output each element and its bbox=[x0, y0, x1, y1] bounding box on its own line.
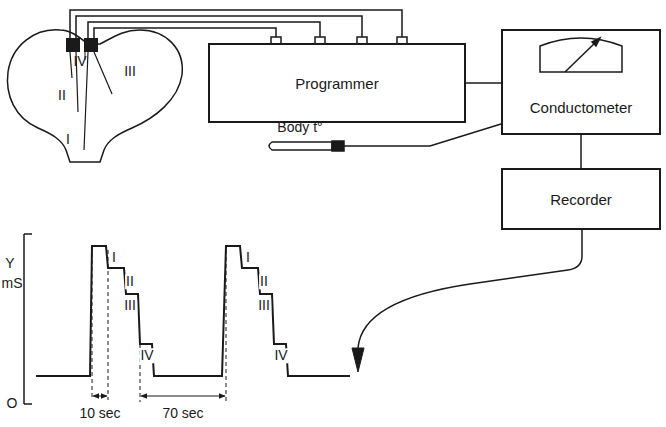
electrode-label: III bbox=[123, 64, 137, 79]
thermometer-wire bbox=[344, 124, 501, 146]
recorder-box: Recorder bbox=[501, 168, 661, 230]
electrode-block bbox=[66, 38, 80, 52]
recorder-pen bbox=[352, 348, 364, 372]
electrodes bbox=[70, 52, 112, 150]
electrode-label: IV bbox=[72, 54, 87, 69]
y-axis bbox=[24, 234, 32, 404]
step-label: II bbox=[259, 274, 269, 289]
step-label: II bbox=[125, 274, 135, 289]
conductance-trace bbox=[36, 246, 350, 376]
interval-10-sec bbox=[93, 396, 107, 397]
conductometer-box: Conductometer bbox=[501, 29, 661, 135]
dashed-guides bbox=[92, 246, 226, 402]
interval-label: 70 sec bbox=[161, 406, 204, 421]
electrode-wires bbox=[70, 10, 402, 40]
step-label: I bbox=[245, 250, 251, 265]
box-label: Conductometer bbox=[530, 99, 633, 116]
axis-label: O bbox=[6, 396, 19, 411]
interval-70-sec bbox=[141, 396, 225, 397]
electrode-block bbox=[84, 38, 98, 52]
step-label: IV bbox=[273, 348, 288, 363]
box-label: Recorder bbox=[550, 191, 612, 208]
electrode-label: I bbox=[65, 132, 71, 147]
recorder-pen-wire bbox=[358, 230, 582, 348]
step-label: IV bbox=[139, 348, 154, 363]
brain-outline bbox=[7, 30, 182, 162]
electrode-label: II bbox=[57, 88, 67, 103]
axis-label: Y bbox=[4, 256, 15, 271]
interval-label: 10 sec bbox=[78, 406, 121, 421]
thermometer bbox=[269, 141, 344, 151]
signal-wire bbox=[466, 82, 501, 84]
axis-label: mS bbox=[1, 276, 24, 291]
box-label: Programmer bbox=[295, 75, 378, 92]
meter-symbol bbox=[540, 38, 622, 72]
programmer-box: Programmer bbox=[208, 43, 466, 123]
step-label: I bbox=[111, 250, 117, 265]
sensor-label: Body t° bbox=[276, 120, 323, 135]
signal-wire bbox=[580, 135, 582, 168]
step-label: III bbox=[257, 298, 271, 313]
step-label: III bbox=[123, 298, 137, 313]
